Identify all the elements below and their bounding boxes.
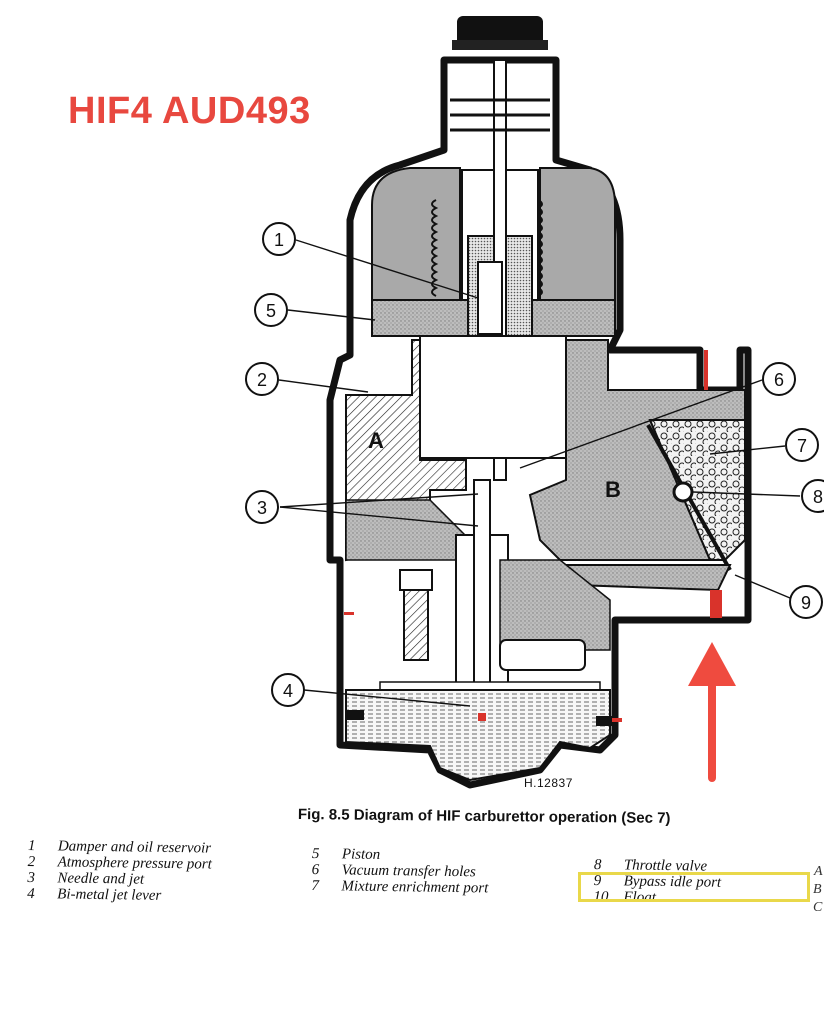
callout-number-6: 6 bbox=[774, 370, 784, 390]
callout-4 bbox=[271, 673, 305, 707]
edge-fragment-b: B bbox=[813, 882, 822, 897]
callout-2 bbox=[245, 362, 279, 396]
damper-plunger bbox=[477, 261, 503, 335]
diagram-title: HIF4 AUD493 bbox=[68, 90, 311, 132]
suction-chamber-right bbox=[539, 167, 616, 301]
throttle-spindle bbox=[672, 481, 694, 503]
callout-7 bbox=[785, 428, 819, 462]
callout-number-4: 4 bbox=[283, 681, 293, 701]
fuel-bowl bbox=[345, 689, 611, 782]
callout-8 bbox=[801, 479, 824, 513]
callout-number-7: 7 bbox=[797, 436, 807, 456]
chamber-a-label: A bbox=[368, 428, 384, 453]
callout-number-8: 8 bbox=[813, 487, 823, 507]
callout-numbers: 1 2 3 4 5 6 7 8 9 bbox=[257, 230, 823, 701]
callout-number-3: 3 bbox=[257, 498, 267, 518]
bypass-arrow bbox=[688, 642, 736, 782]
suction-chamber bbox=[371, 167, 461, 301]
bypass-highlight-box bbox=[578, 872, 810, 902]
float bbox=[499, 639, 586, 671]
drawing-number: H.12837 bbox=[524, 776, 573, 790]
callout-number-9: 9 bbox=[801, 593, 811, 613]
callout-number-5: 5 bbox=[266, 301, 276, 321]
leader-lines bbox=[278, 239, 801, 707]
float-chamber-top bbox=[499, 559, 611, 651]
chamber-b-label: B bbox=[605, 477, 621, 502]
callout-3 bbox=[245, 490, 279, 524]
callout-number-1: 1 bbox=[274, 230, 284, 250]
callout-9 bbox=[789, 585, 823, 619]
jet-adjuster bbox=[399, 569, 433, 661]
piston-lower-housing bbox=[419, 335, 567, 459]
callout-circles bbox=[245, 222, 824, 707]
damper-top-bands bbox=[450, 98, 550, 132]
damper-cap bbox=[452, 16, 548, 50]
red-marks bbox=[344, 350, 722, 722]
edge-fragment-c: C bbox=[813, 900, 823, 915]
plug-left bbox=[346, 710, 364, 720]
throttle-mixture-zone bbox=[648, 419, 746, 561]
callout-1 bbox=[262, 222, 296, 256]
callout-number-2: 2 bbox=[257, 370, 267, 390]
callout-6 bbox=[762, 362, 796, 396]
callout-5 bbox=[254, 293, 288, 327]
edge-fragment-a: A bbox=[814, 864, 823, 879]
plug-right bbox=[596, 716, 614, 726]
bimetal-lever bbox=[379, 681, 601, 691]
